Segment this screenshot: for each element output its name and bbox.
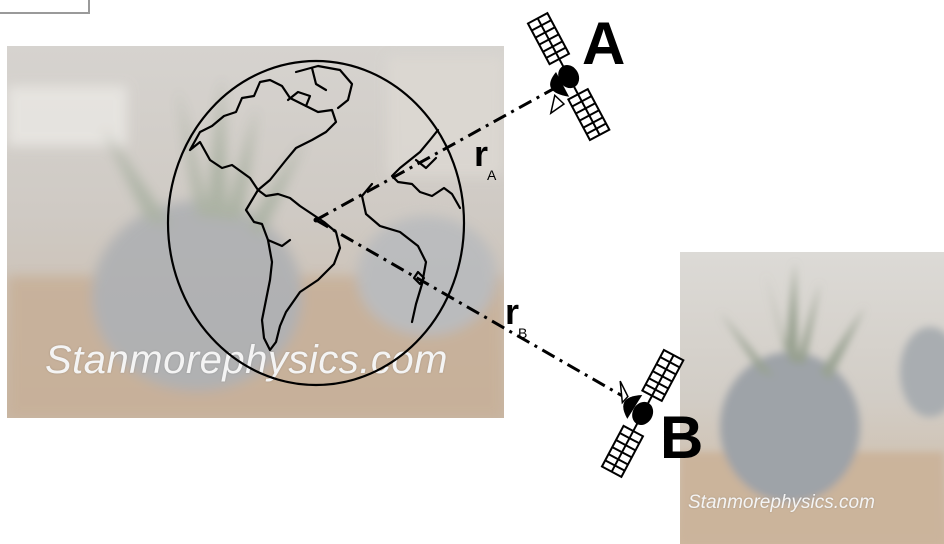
earth-globe-icon bbox=[168, 61, 464, 385]
radius-a-subscript: A bbox=[487, 168, 496, 182]
satellite-a-label: A bbox=[582, 14, 625, 74]
earth-center-dot bbox=[314, 218, 319, 223]
radius-line-a bbox=[316, 88, 555, 220]
satellite-b-label: B bbox=[660, 408, 703, 468]
radius-a-label: r bbox=[474, 136, 488, 172]
radius-lines bbox=[316, 88, 626, 398]
radius-line-b bbox=[316, 220, 626, 398]
radius-b-label: r bbox=[505, 294, 519, 330]
radius-b-subscript: B bbox=[518, 326, 527, 340]
